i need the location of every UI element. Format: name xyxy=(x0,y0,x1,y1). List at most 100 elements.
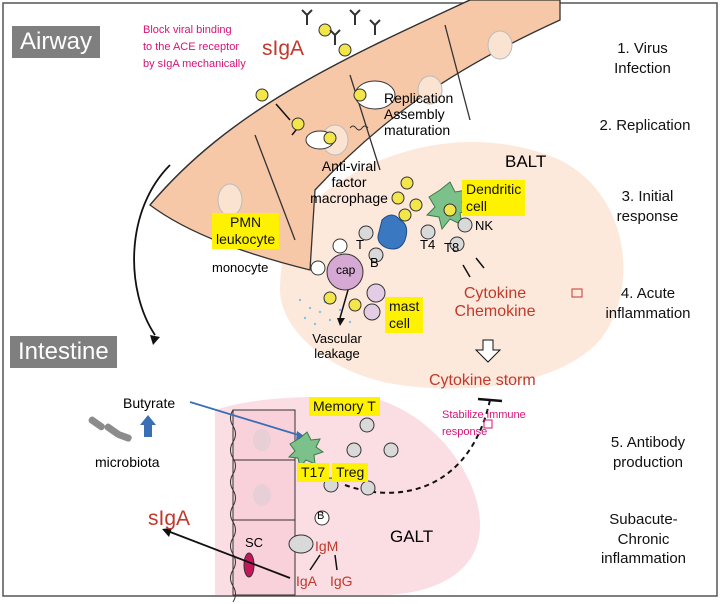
antiviral-line: factor xyxy=(331,174,367,191)
pmn-cell-icon xyxy=(332,238,348,254)
pmn-leukocyte-label: PMN leukocyte xyxy=(212,213,280,249)
step-5: 5. Antibody production xyxy=(598,433,698,472)
step-1: 1. Virus Infection xyxy=(590,39,695,78)
t8-arrow xyxy=(462,264,471,278)
microbiota-label: microbiota xyxy=(95,454,160,470)
siga-intestine-label: sIgA xyxy=(148,507,191,530)
airway-note-line: to the ACE receptor xyxy=(143,41,239,54)
nucleus xyxy=(487,30,513,60)
step-line: 2. Replication xyxy=(599,117,691,134)
step-line: Infection xyxy=(614,59,671,77)
step-line: Subacute- xyxy=(609,511,678,528)
marker-icon xyxy=(483,419,493,429)
t17-label: T17 xyxy=(297,463,330,482)
cell-divider xyxy=(444,24,471,121)
arrowhead xyxy=(162,528,172,537)
vascular-line: leakage xyxy=(314,345,360,361)
dendritic-line: cell xyxy=(466,197,488,214)
siga-secretion-arrow xyxy=(164,529,291,579)
step-line: Chronic xyxy=(617,530,670,548)
nucleus xyxy=(253,484,271,506)
replication-line: Assembly xyxy=(384,106,445,123)
t4-label: T4 xyxy=(420,237,436,252)
vascular-line: Vascular xyxy=(312,331,362,346)
mast-line: cell xyxy=(389,314,411,331)
vascular-leakage-label: Vascular leakage xyxy=(297,331,377,362)
cytokine-line: Cytokine xyxy=(463,285,527,302)
step-line: response xyxy=(616,207,679,225)
microbiota-icon xyxy=(88,416,105,431)
iga-label: IgA xyxy=(296,573,318,589)
antiviral-line: Anti-viral xyxy=(321,158,377,174)
plasma-cell-icon xyxy=(288,534,314,554)
siga-airway-label: sIgA xyxy=(262,37,305,60)
step-line: 4. Acute xyxy=(620,285,676,302)
nucleus xyxy=(417,75,443,105)
stabilize-immune-label: Stabilize immune response xyxy=(442,407,526,440)
replication-line: maturation xyxy=(384,122,451,139)
viral-rna xyxy=(349,125,369,131)
cytokine-storm-label: Cytokine storm xyxy=(429,372,536,389)
igm-label: IgM xyxy=(315,538,339,554)
b-circle-label: B xyxy=(317,510,325,522)
butyrate-label: Butyrate xyxy=(123,395,176,411)
step-line: inflammation xyxy=(605,304,691,322)
class-switch-arrow xyxy=(334,554,338,571)
b-cell-label: B xyxy=(370,255,379,270)
microbiota-icon xyxy=(115,431,132,442)
up-arrow-icon xyxy=(140,415,156,437)
antiviral-label: Anti-viral factor macrophage xyxy=(304,158,394,206)
mast-line: mast xyxy=(389,298,420,314)
class-switch-arrow xyxy=(309,554,321,571)
stabilize-line: response xyxy=(442,425,488,438)
airway-note: Block viral binding to the ACE receptor … xyxy=(143,22,246,73)
galt-label: GALT xyxy=(390,527,434,546)
step-3: 3. Initial response xyxy=(600,187,695,226)
antiviral-line: macrophage xyxy=(310,190,388,207)
balt-label: BALT xyxy=(505,152,547,171)
sc-label: SC xyxy=(245,535,264,550)
cytokine-line: Chemokine xyxy=(454,303,536,321)
pmn-line: leukocyte xyxy=(216,230,276,247)
airway-region-tag: Airway xyxy=(12,26,101,58)
step-6: Subacute- Chronic inflammation xyxy=(586,510,701,569)
arrowhead xyxy=(150,335,160,345)
virus-group xyxy=(255,23,457,312)
b-cell-icon xyxy=(314,510,330,526)
marker-icon xyxy=(571,288,583,298)
step-line: 5. Antibody xyxy=(610,434,686,451)
t8-label: T8 xyxy=(444,240,460,255)
pmn-line: PMN xyxy=(230,214,262,230)
butyrate-arrow xyxy=(189,401,306,438)
capillary-icon xyxy=(326,253,364,291)
step-line: production xyxy=(612,453,684,471)
igg-label: IgG xyxy=(330,573,353,589)
replication-label: Replication Assembly maturation xyxy=(384,90,453,138)
macrophage-icon xyxy=(377,214,408,250)
mast-cell-icon xyxy=(366,283,386,303)
treg-label: Treg xyxy=(332,463,369,482)
airway-to-intestine-arrow xyxy=(133,164,171,336)
antibody-icon xyxy=(301,9,381,45)
leakage-arrow xyxy=(339,289,349,319)
step-line: 3. Initial xyxy=(621,188,674,205)
step-4: 4. Acute inflammation xyxy=(593,284,703,323)
step-line: 1. Virus xyxy=(617,40,668,57)
dendritic-line: Dendritic xyxy=(466,181,522,197)
cytokine-label: Cytokine Chemokine xyxy=(445,285,545,322)
mast-cell-icon xyxy=(363,303,381,321)
intestine-region-tag: Intestine xyxy=(10,336,117,368)
airway-note-line: Block viral binding xyxy=(143,24,232,36)
step-line: inflammation xyxy=(600,550,687,567)
microvilli xyxy=(230,409,236,603)
inhibition-bar xyxy=(477,397,503,403)
balt-region xyxy=(280,141,624,389)
mast-cell-label: mast cell xyxy=(385,297,424,333)
nucleus xyxy=(217,183,243,217)
cell-divider xyxy=(349,74,381,171)
dendritic-cell-label: Dendritic cell xyxy=(462,180,526,216)
airway-note-line: by sIgA mechanically xyxy=(143,58,246,71)
stabilize-line: Stabilize immune xyxy=(442,409,526,421)
